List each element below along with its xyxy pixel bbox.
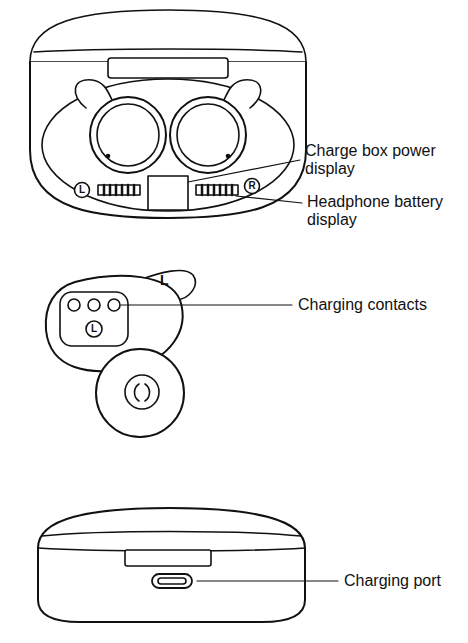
callout-label: Charge box power display [305,142,455,178]
side-marker: L [160,272,169,288]
earbud-dot [227,155,230,158]
nozzle-mesh [135,384,150,401]
side-marker: L [87,322,101,336]
side-marker: R [245,179,259,193]
earbud-dot [107,155,110,158]
right-battery-bar [196,185,238,195]
right-earbud-face [177,104,239,166]
callout-label: Headphone battery display [307,193,457,229]
right-earbud [170,97,246,173]
lid-rim [34,49,302,52]
hinge [108,58,228,78]
left-battery-bar [98,185,140,195]
left-marker-circle [75,183,90,198]
left-battery-segments [104,185,134,195]
callout-label: Charging port [344,572,441,590]
leader-line [236,196,302,203]
ear-tip [96,349,184,437]
callout-label: Charging contacts [298,296,427,314]
usb-c-tongue [158,578,186,584]
right-marker-circle [245,179,260,194]
power-display [148,176,188,210]
lid-line [42,532,301,537]
leader-line [188,160,300,182]
case-tab [125,550,211,566]
charging-contact [68,299,80,311]
closed-case-body [38,548,305,622]
ear-tip-nozzle [125,375,159,409]
closed-case-lid [38,508,305,548]
left-earbud [90,97,166,173]
case-body [30,62,306,218]
side-marker: L [75,183,89,197]
case-lid [30,10,306,62]
charging-contact [108,299,120,311]
left-earbud-face [97,104,159,166]
right-battery-segments [202,185,232,195]
leader-line [197,580,338,581]
case-cavity [42,79,294,211]
leader-line [121,304,292,305]
charging-contact [88,299,100,311]
contact-plate [60,292,128,346]
usb-c-port [152,574,192,588]
left-marker-circle [86,321,102,337]
